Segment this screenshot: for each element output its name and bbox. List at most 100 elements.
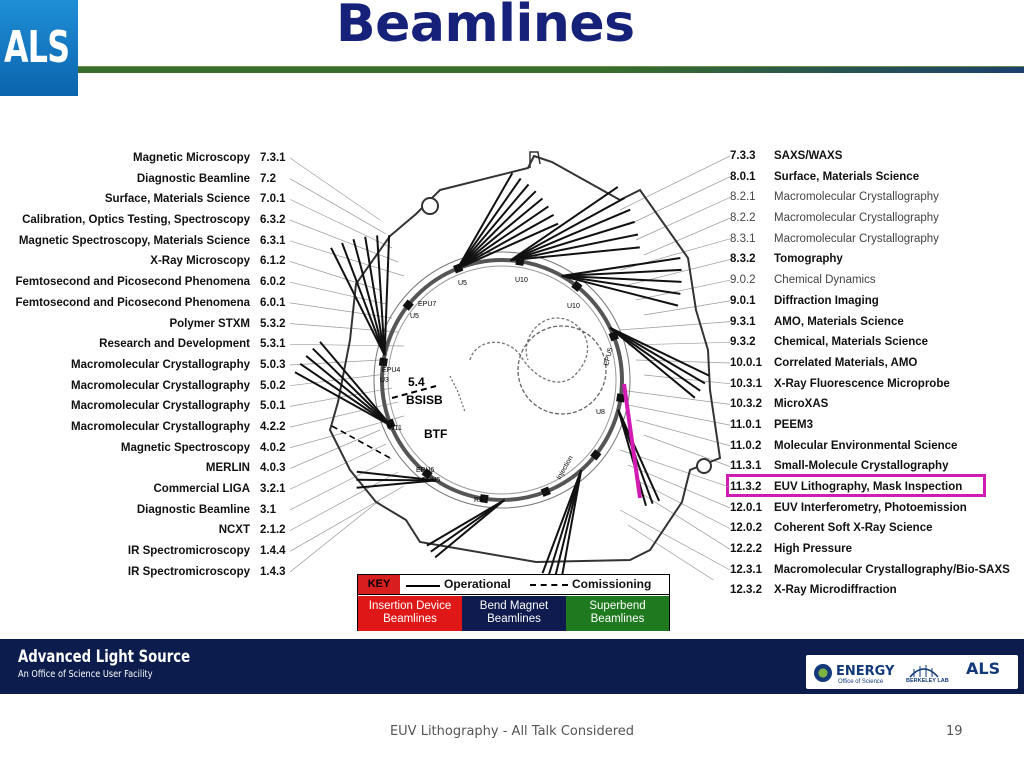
leader-lines [290,155,730,580]
beamline-ray [356,478,437,482]
beamline-name: Commercial LIGA [153,483,251,495]
beamline-name: AMO, Materials Science [774,315,904,328]
beamline-ray [609,326,710,377]
operational-line-sample [406,585,440,587]
beamline-code: 6.3.1 [260,234,286,247]
btf-label: BTF [424,427,447,441]
beamline-name: Macromolecular Crystallography [71,400,250,413]
u10-label-a: U10 [515,277,528,284]
beamline-ray [560,469,583,579]
beamline-code: 8.3.2 [730,253,756,266]
leader-line [635,479,730,529]
left-beamline-item: Research and Development 5.3.1 [0,334,290,355]
beamline-name: Small-Molecule Crystallography [774,460,949,473]
beamline-name: Macromolecular Crystallography [71,420,250,433]
leader-line [290,499,381,573]
storage-ring-outer [373,251,631,509]
left-beamline-item: Macromolecular Crystallography 4.2.2 [0,417,290,438]
beamline-ray [456,172,514,270]
u3-label: U3 [380,377,389,384]
beamline-code: 3.2.1 [260,483,286,495]
booster-ring [469,317,589,383]
beamline-ray [457,213,555,270]
magnet-marks [378,256,626,504]
magnet-mark [616,393,626,403]
beamline-ray [509,186,619,262]
beamline-name: Surface, Materials Science [774,170,920,183]
beamline-ray [510,208,631,262]
beamline-name: PEEM3 [774,418,813,431]
beamline-ray [319,341,392,427]
beamline-ray [561,274,679,307]
storage-ring [380,258,624,502]
leader-line [643,434,730,467]
beamline-code: 6.3.2 [260,214,286,227]
beamline-name: Polymer STXM [169,317,250,330]
beamline-name: High Pressure [774,543,852,556]
bsisb-line [391,385,437,399]
beamline-ray [510,246,640,262]
beamline-ray [554,469,583,578]
beamline-code: 11.0.2 [730,439,762,452]
beamline-ray [426,499,506,547]
beamline-name: Research and Development [99,338,250,351]
footer-facility-name: Advanced Light Source [18,647,191,667]
magnet-mark [421,468,433,480]
beamline-ray [457,222,559,270]
beamline-code: 11.3.1 [730,460,762,473]
beamline-name: SAXS/WAXS [774,150,843,162]
beamline-code: 9.3.1 [730,315,756,328]
beamline-code: 12.3.2 [730,584,762,597]
berkeley-lab-icon [909,665,939,678]
leader-line [635,197,730,241]
beamline-ray [561,274,681,295]
leader-line [635,279,730,301]
beamline-code: 7.3.3 [730,150,756,162]
beamline-code: 5.3.1 [260,338,286,351]
beamline-name: Femtosecond and Picosecond Phenomena [15,276,250,289]
left-beamline-item: Calibration, Optics Testing, Spectroscop… [0,210,290,231]
u5-label: U5 [458,280,467,287]
beamline-code: 4.0.3 [260,462,286,475]
leader-line [290,485,405,552]
beamline-name: Macromolecular Crystallography [71,379,250,392]
leader-line [290,471,399,531]
beamline-code: 4.2.2 [260,420,286,433]
u5b-label: U5 [410,313,419,320]
beamline-code: 9.0.2 [730,274,756,287]
beamline-ray [456,177,522,270]
highlight-box [726,474,986,497]
u10-label-b: U10 [567,303,580,310]
beamline-code: 5.3.2 [260,317,286,330]
right-beamline-item: 9.3.1 AMO, Materials Science [730,312,1024,333]
footer-facility-subtitle: An Office of Science User Facility [18,669,153,680]
beamline-name: Macromolecular Crystallography [774,232,939,245]
leader-line [643,494,730,550]
beamline-name: Correlated Materials, AMO [774,356,918,369]
beamline-ray [510,233,639,262]
beamline-code: 11.0.1 [730,418,762,431]
u8-label: U8 [596,409,605,416]
berkeley-lab-text: BERKELEY LAB [906,678,949,684]
beamline-code: 7.3.1 [260,152,286,164]
leader-line [627,176,730,226]
beamline-name: Diagnostic Beamline [136,172,250,185]
beamline-ray [364,236,386,356]
superbend-legend: Superbend Beamlines [566,596,669,631]
beamline-ray [341,242,386,356]
beamline-name: MicroXAS [774,398,829,411]
leader-line [290,157,381,221]
